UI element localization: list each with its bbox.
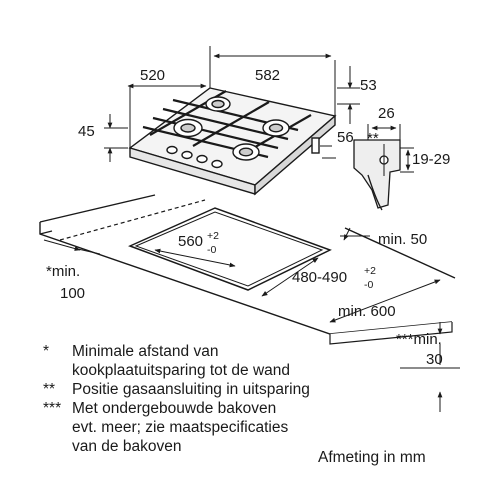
note-3-line2: evt. meer; zie maatspecificaties bbox=[72, 419, 288, 436]
note-3-marker: *** bbox=[43, 400, 61, 417]
worktop bbox=[39, 194, 456, 345]
dim-cutout-depth-tol-bottom: -0 bbox=[364, 279, 373, 291]
dim-hob-depth: 520 bbox=[140, 67, 165, 84]
unit-label: Afmeting in mm bbox=[318, 449, 426, 466]
dim-cutout-depth: 480-490 bbox=[292, 269, 347, 286]
worktop-dimension-lines bbox=[43, 227, 460, 412]
note-2-line1: Positie gasaansluiting in uitsparing bbox=[72, 381, 310, 398]
dim-pipe-marker: ** bbox=[367, 130, 379, 147]
dim-min-back: min. 50 bbox=[378, 231, 427, 248]
dim-min-worktop: min. 600 bbox=[338, 303, 396, 320]
knob-3 bbox=[196, 154, 208, 164]
knob-1 bbox=[166, 145, 178, 155]
hob-dimension-lines bbox=[104, 46, 360, 162]
gas-connector bbox=[311, 137, 320, 154]
dim-pipe-range: 19-29 bbox=[412, 151, 450, 168]
note-1-line2: kookplaatuitsparing tot de wand bbox=[72, 362, 290, 379]
notes: * Minimale afstand van kookplaatuitspari… bbox=[43, 343, 310, 455]
dim-min-oven-line2: 30 bbox=[426, 351, 443, 368]
note-2-marker: ** bbox=[43, 381, 55, 398]
hob-drawing bbox=[128, 87, 337, 196]
note-3-line3: van de bakoven bbox=[72, 438, 181, 455]
dim-cutout-width-tol-bottom: -0 bbox=[207, 244, 216, 256]
knob-2 bbox=[181, 150, 193, 160]
dim-side-height: 56 bbox=[337, 129, 354, 146]
dim-min-wall-line2: 100 bbox=[60, 285, 85, 302]
dim-cutout-depth-tol-top: +2 bbox=[364, 265, 376, 277]
note-1-marker: * bbox=[43, 343, 49, 360]
hob-right-edge bbox=[254, 114, 336, 196]
burners bbox=[173, 96, 290, 161]
note-3-line1: Met ondergebouwde bakoven bbox=[72, 400, 276, 417]
knob-4 bbox=[211, 159, 223, 169]
note-1-line1: Minimale afstand van bbox=[72, 343, 218, 360]
gas-connection-detail bbox=[353, 124, 414, 211]
dim-cutout-width-tol-top: +2 bbox=[207, 230, 219, 242]
control-knobs bbox=[166, 145, 223, 169]
dim-cutout-width: 560 bbox=[178, 233, 203, 250]
dim-hob-height: 45 bbox=[78, 123, 95, 140]
worktop-section bbox=[353, 139, 401, 209]
dim-min-wall-line1: *min. bbox=[46, 263, 80, 280]
dim-min-oven-line1: ***min. bbox=[396, 331, 442, 348]
dim-top-offset: 53 bbox=[360, 77, 377, 94]
dim-hob-width: 582 bbox=[255, 67, 280, 84]
dim-pipe-offset: 26 bbox=[378, 105, 395, 122]
